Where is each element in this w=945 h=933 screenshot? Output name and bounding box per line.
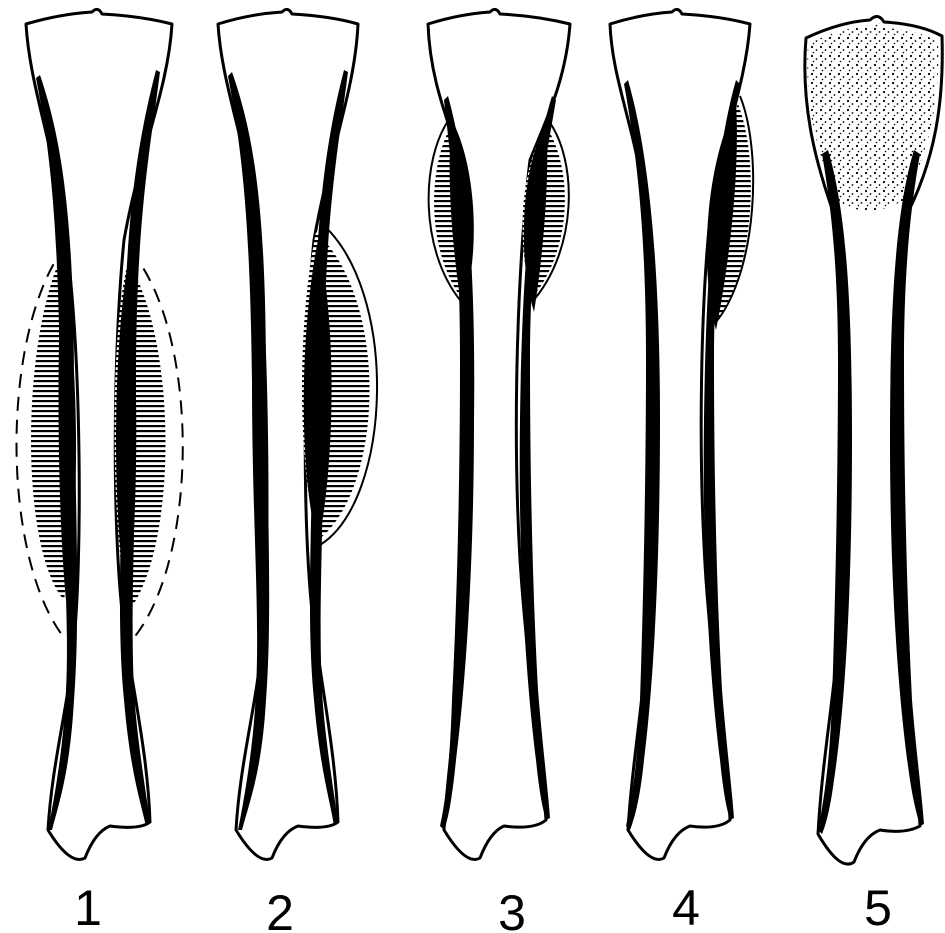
bone-panel-5: 5 [805,16,942,933]
panel-label: 5 [864,880,892,933]
panel-label: 1 [74,880,102,933]
bone-panel-2: 2 [218,9,377,933]
panel-label: 2 [266,885,294,933]
panel-label: 4 [672,880,700,933]
bone-panel-1: 1 [17,9,183,933]
bone-panel-4: 4 [610,9,753,933]
bone-panel-3: 3 [428,9,570,933]
panel-label: 3 [498,885,526,933]
